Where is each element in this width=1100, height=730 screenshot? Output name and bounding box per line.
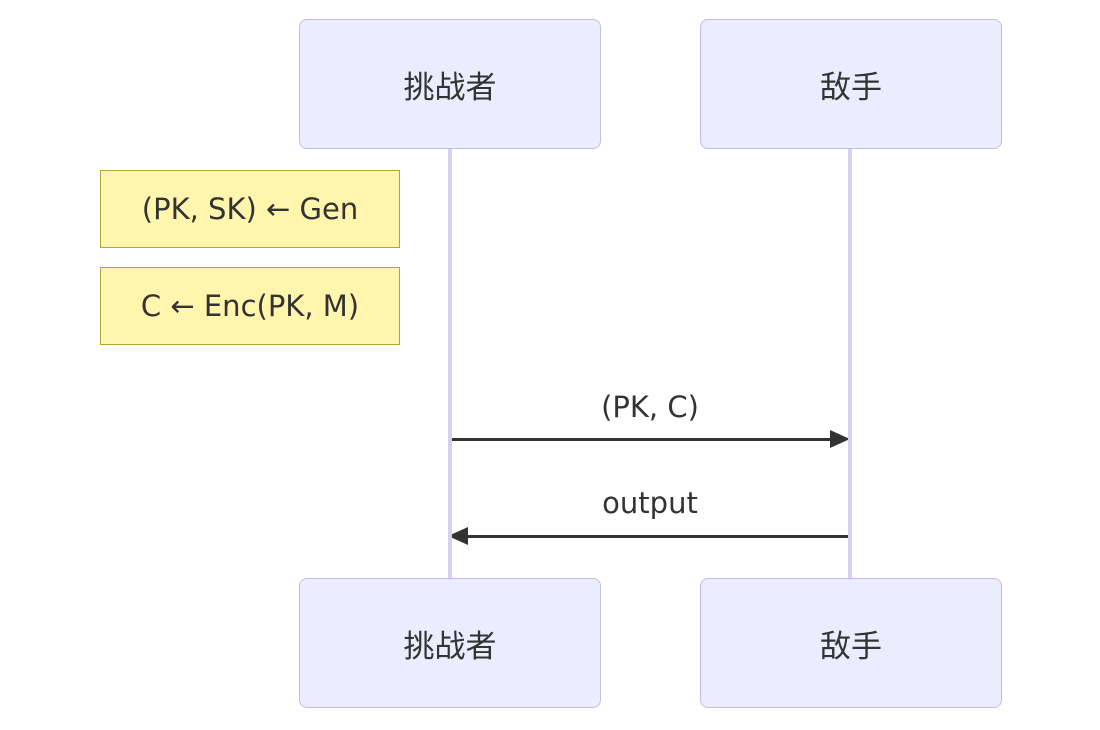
lifeline-challenger bbox=[448, 148, 452, 579]
message-label-output: output bbox=[602, 486, 698, 520]
message-arrow-pk-c bbox=[450, 430, 850, 448]
message-label-pk-c: (PK, C) bbox=[601, 390, 699, 424]
message-arrow-output bbox=[448, 527, 850, 545]
actor-top-adversary: 敌手 bbox=[700, 19, 1002, 149]
actor-top-challenger: 挑战者 bbox=[299, 19, 601, 149]
lifeline-adversary bbox=[848, 148, 852, 579]
note-encrypt: C ← Enc(PK, M) bbox=[100, 267, 400, 345]
actor-bottom-challenger: 挑战者 bbox=[299, 578, 601, 708]
arrowhead-left-icon bbox=[448, 527, 468, 545]
arrowhead-right-icon bbox=[830, 430, 850, 448]
note-keygen: (PK, SK) ← Gen bbox=[100, 170, 400, 248]
actor-bottom-adversary: 敌手 bbox=[700, 578, 1002, 708]
